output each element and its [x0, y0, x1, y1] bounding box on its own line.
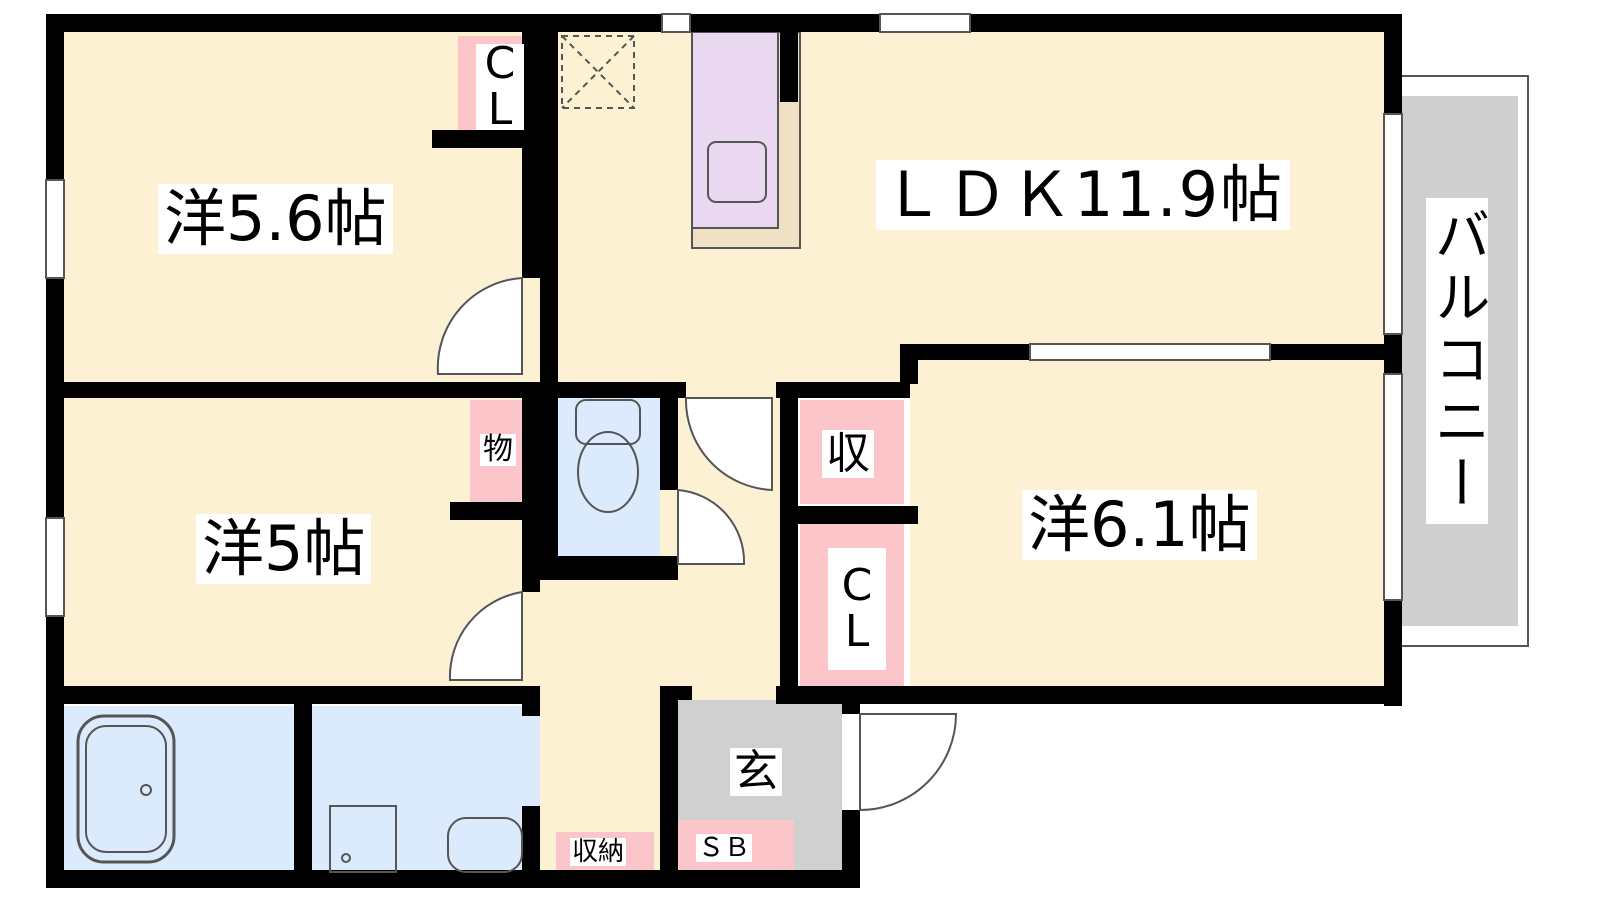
closet-a-l: L [487, 84, 513, 135]
shoe-box-label: ＳＢ [696, 833, 753, 863]
washing-machine-space [329, 805, 397, 873]
room-label-western-a: 洋5.6帖 [158, 184, 393, 254]
room-label-western-b: 洋5帖 [196, 514, 372, 584]
storage-shu-label: 収 [822, 430, 874, 478]
bathtub [76, 714, 176, 864]
toilet [575, 399, 641, 445]
toilet-floor [554, 396, 660, 558]
entrance-label: 玄 [730, 748, 782, 796]
windows [45, 13, 1403, 617]
room-label-western-c: 洋6.1帖 [1022, 490, 1257, 560]
walls [46, 14, 1402, 888]
room-label-ldk: ＬＤＫ11.9帖 [876, 160, 1291, 230]
bath-floor [62, 706, 294, 872]
kitchen-stove [707, 141, 767, 203]
closet-b-c: C [841, 559, 873, 611]
balcony-label: バルコニー [1425, 198, 1490, 524]
storage-mono-label: 物 [480, 434, 516, 466]
closet-a-label: C L [476, 37, 524, 135]
closet-a-c: C [484, 37, 516, 89]
doors [436, 276, 958, 812]
storage-hall-label: 収納 [570, 837, 627, 867]
closet-b-l: L [844, 606, 870, 657]
wash-basin [447, 817, 523, 873]
refrigerator-space [561, 35, 635, 109]
closet-b-label: C L [828, 548, 886, 670]
washroom-floor [308, 706, 540, 872]
